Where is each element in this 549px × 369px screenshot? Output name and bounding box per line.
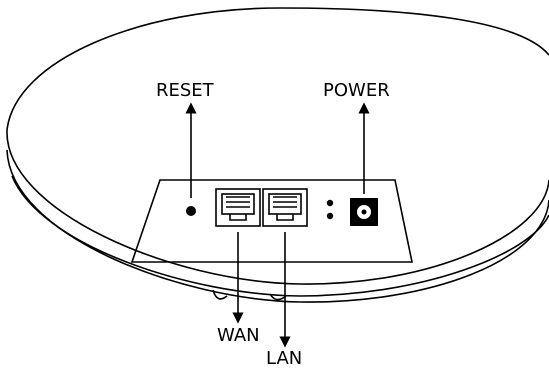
port-panel-outline: [130, 179, 413, 263]
reset-label: RESET: [156, 80, 215, 101]
router-foot-left: [212, 289, 228, 300]
power-label: POWER: [323, 80, 390, 101]
lan-port: [262, 188, 308, 227]
router-top-ellipse: [6, 7, 549, 285]
status-led-top: [326, 199, 334, 207]
lan-label: LAN: [266, 348, 302, 369]
power-jack: [350, 198, 378, 226]
wan-port: [215, 188, 261, 227]
router-body: [6, 7, 549, 303]
wan-label: WAN: [217, 325, 260, 346]
router-base-side: [11, 175, 549, 297]
status-led-bottom: [326, 212, 334, 220]
reset-hole: [186, 206, 196, 216]
port-panel: [130, 179, 413, 263]
